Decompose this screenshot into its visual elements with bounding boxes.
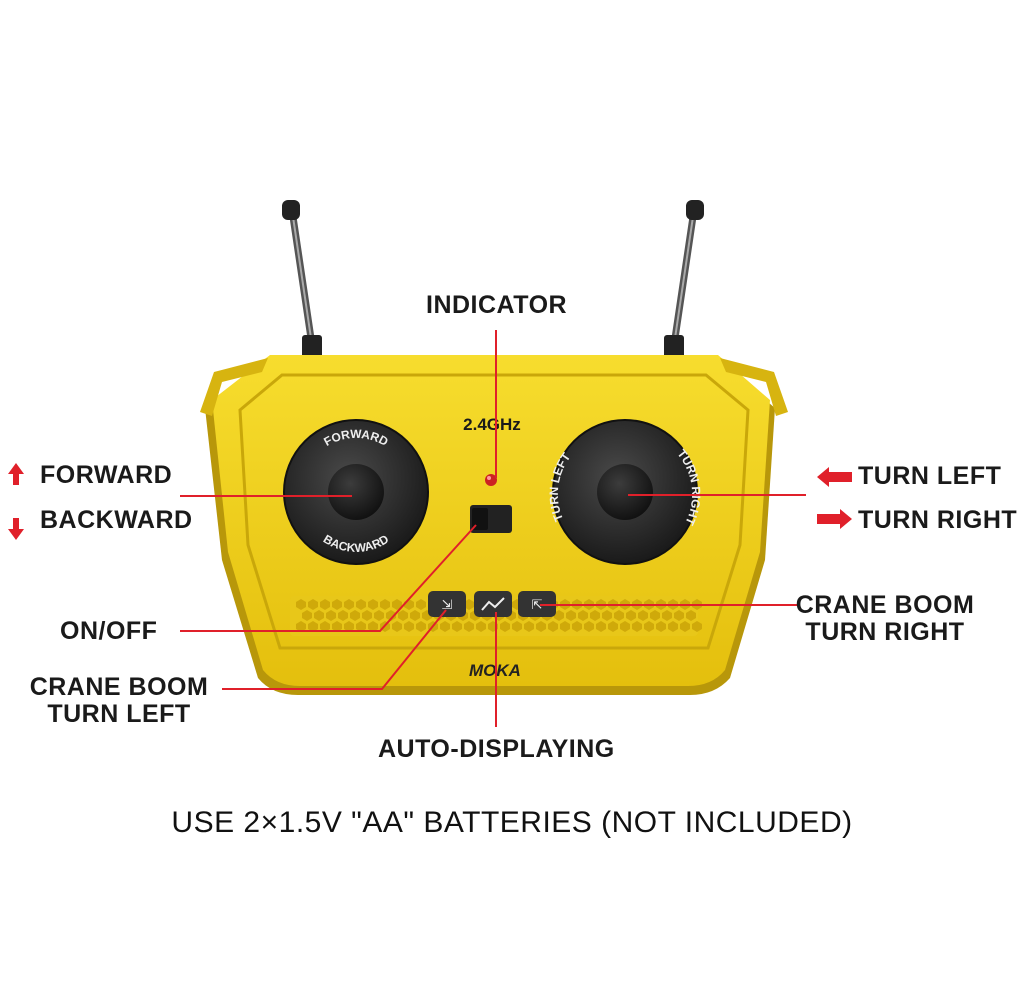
grip-hex <box>464 621 474 632</box>
crane-left-line <box>222 609 447 690</box>
power-switch[interactable] <box>470 505 512 533</box>
grip-hex <box>368 621 378 632</box>
grip-hex <box>338 610 348 621</box>
grip-hex <box>392 599 402 610</box>
turn-left-label: TURN LEFT <box>858 462 1002 490</box>
arrow-right-icon <box>817 509 852 529</box>
auto-display-button[interactable] <box>474 591 512 617</box>
antenna-right <box>664 200 704 360</box>
grip-hex <box>296 599 306 610</box>
grip-hex <box>668 621 678 632</box>
grip-hex <box>296 621 306 632</box>
grip-hex <box>554 610 564 621</box>
antenna-left <box>282 200 322 360</box>
indicator-label: INDICATOR <box>426 291 568 319</box>
grip-hex <box>302 610 312 621</box>
grip-hex <box>404 621 414 632</box>
grip-hex <box>602 610 612 621</box>
grip-hex <box>500 621 510 632</box>
grip-hex <box>572 621 582 632</box>
crane-boom-turn-right-label: CRANE BOOM TURN RIGHT <box>795 591 975 646</box>
turn-right-label: TURN RIGHT <box>858 506 1018 534</box>
grip-hex <box>626 610 636 621</box>
grip-hex <box>314 610 324 621</box>
grip-hex <box>692 621 702 632</box>
grip-hex <box>374 610 384 621</box>
grip-hex <box>674 610 684 621</box>
auto-displaying-label: AUTO-DISPLAYING <box>378 735 615 763</box>
grip-hex <box>686 610 696 621</box>
grip-hex <box>656 621 666 632</box>
grip-hex <box>608 621 618 632</box>
grip-hex <box>326 610 336 621</box>
grip-hex <box>512 621 522 632</box>
grip-hex <box>536 621 546 632</box>
battery-note: USE 2×1.5V "AA" BATTERIES (NOT INCLUDED) <box>171 806 853 839</box>
frequency-label: 2.4GHz <box>463 415 521 434</box>
grip-hex <box>620 621 630 632</box>
grip-hex <box>680 621 690 632</box>
grip-hex <box>566 610 576 621</box>
grip-hex <box>644 621 654 632</box>
grip-hex <box>332 621 342 632</box>
left-stick-forward-text: FORWARD <box>321 427 390 449</box>
on-off-line <box>180 524 477 632</box>
crane-boom-turn-left-label: CRANE BOOM TURN LEFT <box>29 673 209 728</box>
grip-hex <box>464 599 474 610</box>
left-stick-backward-text: BACKWARD <box>321 532 392 555</box>
grip-hex <box>584 621 594 632</box>
grip-hex <box>410 610 420 621</box>
grip-hex <box>632 621 642 632</box>
grip-hex <box>308 621 318 632</box>
grip-hex <box>380 599 390 610</box>
grip-hex <box>356 621 366 632</box>
grip-hex <box>596 621 606 632</box>
grip-hex <box>320 599 330 610</box>
grip-hex <box>416 599 426 610</box>
grip-hex <box>344 621 354 632</box>
forward-label: FORWARD <box>40 461 173 489</box>
grip-hex <box>650 610 660 621</box>
crane-boom-left-button[interactable]: ⇲ <box>428 591 466 617</box>
arrow-left-icon <box>817 467 852 487</box>
backward-label: BACKWARD <box>40 506 193 534</box>
grip-hex <box>524 621 534 632</box>
grip-hex <box>308 599 318 610</box>
on-off-label: ON/OFF <box>60 617 158 645</box>
grip-hex <box>332 599 342 610</box>
grip-hex <box>398 610 408 621</box>
arrow-up-icon <box>8 463 24 485</box>
arrow-down-icon <box>8 518 24 540</box>
crane-boom-right-button[interactable]: ⇱ <box>518 591 556 617</box>
zigzag-icon <box>481 597 505 611</box>
crane-left-icon: ⇲ <box>442 597 453 612</box>
grip-hex <box>356 599 366 610</box>
left-joystick[interactable]: FORWARD BACKWARD <box>283 419 429 565</box>
grip-hex <box>416 621 426 632</box>
right-joystick[interactable]: TURN LEFT TURN RIGHT <box>547 419 703 565</box>
grip-hex <box>320 621 330 632</box>
grip-hex <box>638 610 648 621</box>
grip-hex <box>368 599 378 610</box>
grip-hex <box>614 610 624 621</box>
grip-hex <box>440 621 450 632</box>
grip-hex <box>452 621 462 632</box>
grip-hex <box>392 621 402 632</box>
grip-hex <box>662 610 672 621</box>
grip-hex <box>548 621 558 632</box>
leader-lines <box>180 330 806 727</box>
grip-hex <box>386 610 396 621</box>
grip-hex <box>590 610 600 621</box>
grip-hex <box>350 610 360 621</box>
grip-hex <box>362 610 372 621</box>
grip-hex <box>476 621 486 632</box>
grip-hex <box>560 621 570 632</box>
grip-hex <box>578 610 588 621</box>
grip-hex <box>344 599 354 610</box>
crane-right-icon: ⇱ <box>532 597 543 612</box>
